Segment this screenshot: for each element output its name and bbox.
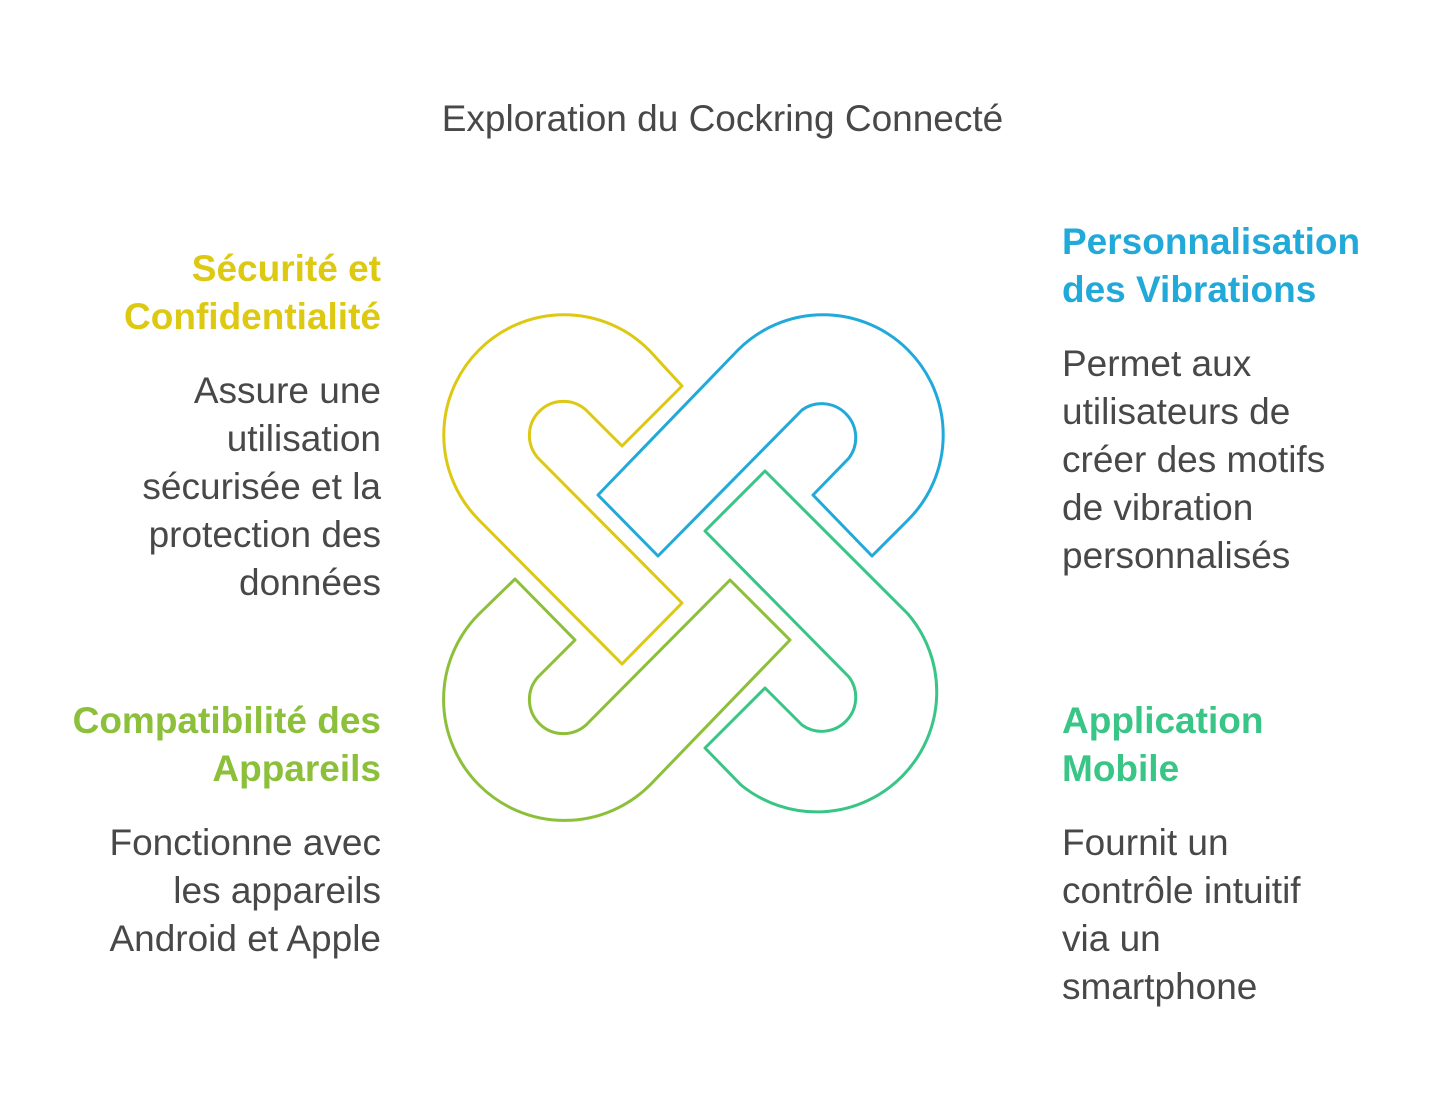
compatibility-loop bbox=[442, 577, 792, 822]
section-compatibility: Compatibilité des Appareils Fonctionne a… bbox=[21, 697, 381, 963]
section-heading: Compatibilité des Appareils bbox=[72, 700, 381, 789]
mobile-loop bbox=[703, 469, 939, 814]
section-description: Fournit un contrôle intuitif via un smar… bbox=[1062, 822, 1301, 1007]
section-description: Permet aux utilisateurs de créer des mot… bbox=[1062, 343, 1326, 576]
section-mobile: Application Mobile Fournit un contrôle i… bbox=[1062, 697, 1402, 1011]
section-heading: Personnalisation des Vibrations bbox=[1062, 221, 1361, 310]
personalization-loop bbox=[596, 313, 945, 558]
section-description: Assure une utilisation sécurisée et la p… bbox=[142, 370, 381, 603]
section-heading: Sécurité et Confidentialité bbox=[124, 248, 381, 337]
diagram-title: Exploration du Cockring Connecté bbox=[441, 98, 1004, 139]
section-heading: Application Mobile bbox=[1062, 700, 1264, 789]
security-loop bbox=[442, 313, 684, 666]
section-personalization: Personnalisation des Vibrations Permet a… bbox=[1062, 218, 1422, 580]
section-security: Sécurité et Confidentialité Assure une u… bbox=[61, 245, 381, 607]
section-description: Fonctionne avec les appareils Android et… bbox=[109, 822, 381, 959]
